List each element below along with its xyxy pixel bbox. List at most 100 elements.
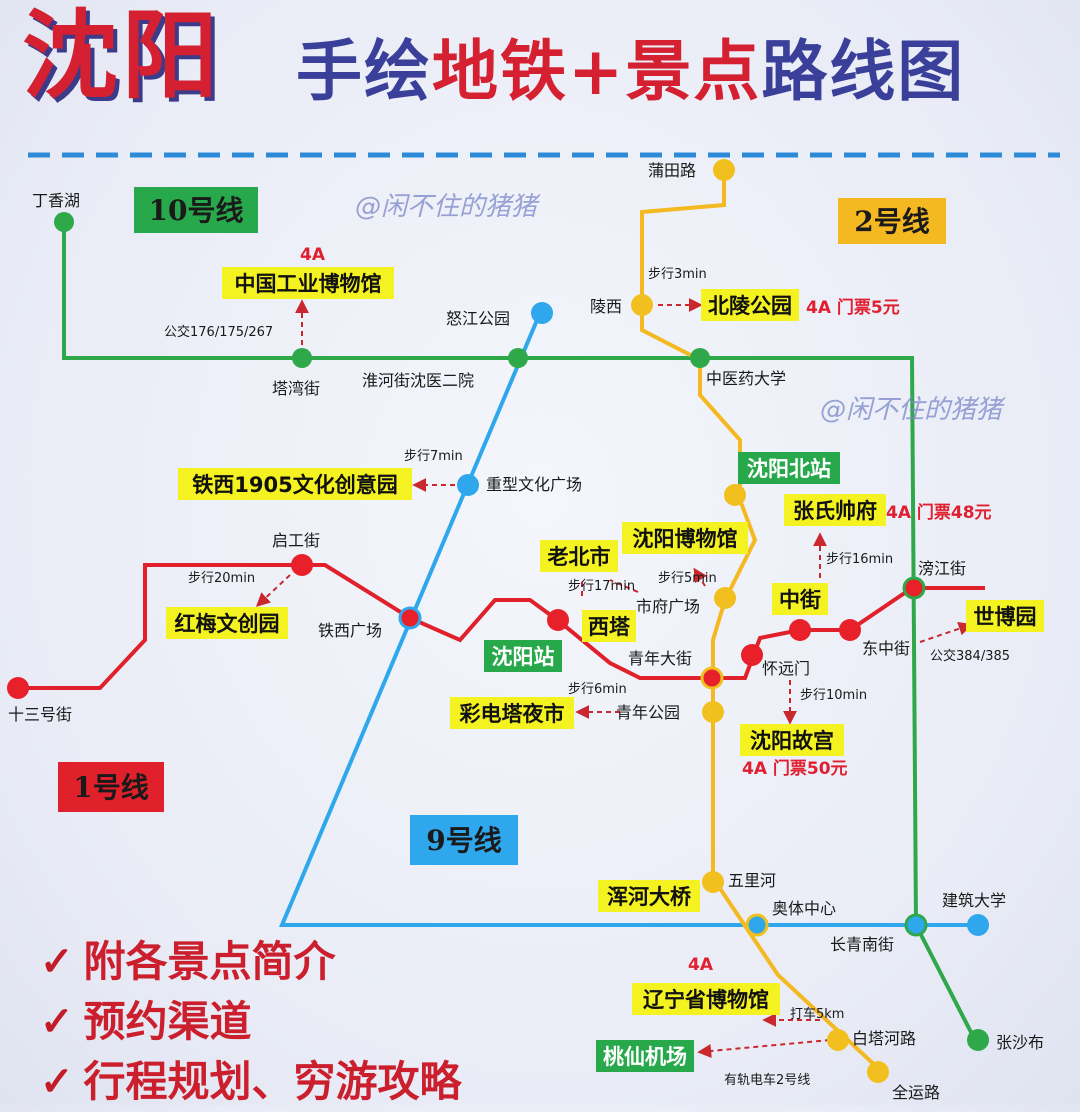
title-part-d: 景点 bbox=[625, 32, 762, 110]
attraction-hunhe: 浑河大桥 bbox=[607, 885, 692, 909]
attraction-caidianta: 彩电塔夜市 bbox=[459, 702, 565, 726]
line-label-2: 2号线 bbox=[854, 205, 929, 238]
station-labels: 丁香湖 塔湾街 淮河街沈医二院 怒江公园 蒲田路 陵西 中医药大学 重型文化广场… bbox=[8, 161, 1044, 1102]
note-walk-qigong: 步行20min bbox=[188, 571, 255, 586]
line-label-9: 9号线 bbox=[426, 824, 501, 857]
station-label-zhongxingwenhua: 重型文化广场 bbox=[486, 475, 582, 494]
station-zhongyiyao[interactable] bbox=[690, 348, 710, 368]
feature-list: ✓附各景点简介 ✓预约渠道 ✓行程规划、穷游攻略 bbox=[40, 932, 462, 1112]
attraction-tiexi1905: 铁西1905文化创意园 bbox=[192, 473, 397, 497]
attraction-shuaifu: 张氏帅府 bbox=[793, 499, 877, 523]
attraction-beiling: 北陵公园 bbox=[708, 294, 792, 318]
station-shifuguangchang[interactable] bbox=[714, 587, 736, 609]
station-quanyunlu[interactable] bbox=[867, 1061, 889, 1083]
check-icon: ✓ bbox=[40, 1058, 74, 1105]
feature-item: ✓预约渠道 bbox=[40, 992, 462, 1052]
title-part-e: 路线图 bbox=[761, 32, 966, 110]
station-label-shisanhaojie: 十三号街 bbox=[8, 705, 72, 724]
ticket-badges: 4A 4A 门票5元 4A 门票48元 4A 门票50元 4A bbox=[300, 245, 992, 975]
note-tram: 有轨电车2号线 bbox=[724, 1072, 810, 1088]
note-walk-zhongjie: 步行16min bbox=[826, 552, 893, 567]
station-pangjiangjie[interactable] bbox=[902, 576, 926, 600]
title-part-c: + bbox=[568, 32, 626, 110]
station-changqingnanjie[interactable] bbox=[904, 913, 928, 937]
station-dingxianghu[interactable] bbox=[54, 212, 74, 232]
station-huaiyuanmen[interactable] bbox=[741, 644, 763, 666]
station-label-zhangshabu: 张沙布 bbox=[996, 1033, 1044, 1052]
title-part-b: 地铁 bbox=[432, 32, 568, 110]
line-10 bbox=[62, 222, 977, 1041]
note-walk-zhongxing: 步行7min bbox=[404, 449, 463, 464]
attraction-hongmei: 红梅文创园 bbox=[175, 612, 280, 636]
feature-text: 预约渠道 bbox=[83, 997, 252, 1046]
station-label-lingxi: 陵西 bbox=[590, 297, 622, 316]
check-icon: ✓ bbox=[40, 938, 74, 985]
station-xita[interactable] bbox=[547, 609, 569, 631]
station-zhongjie[interactable] bbox=[789, 619, 811, 641]
station-tawanjie[interactable] bbox=[292, 348, 312, 368]
note-walk-shifu: 步行5min bbox=[658, 571, 717, 586]
station-label-baitaheu: 白塔河路 bbox=[852, 1029, 916, 1048]
feature-item: ✓附各景点简介 bbox=[40, 932, 462, 992]
attraction-bowuguan: 沈阳博物馆 bbox=[633, 527, 738, 551]
stations bbox=[7, 159, 989, 1083]
line-labels: 10号线 2号线 1号线 9号线 bbox=[58, 187, 946, 865]
station-label-shifuguangchang: 市府广场 bbox=[636, 597, 700, 616]
station-tiexiguangchang[interactable] bbox=[398, 606, 422, 630]
station-label-quanyunlu: 全运路 bbox=[892, 1083, 940, 1102]
station-zhongxingwenhua[interactable] bbox=[457, 474, 479, 496]
note-walk-qingnian: 步行6min bbox=[568, 682, 627, 697]
feature-text: 行程规划、穷游攻略 bbox=[83, 1057, 462, 1106]
note-taxi: 打车5km bbox=[790, 1006, 844, 1022]
station-shenyangbeizhan[interactable] bbox=[724, 484, 746, 506]
station-nujianggongyuan[interactable] bbox=[531, 302, 553, 324]
station-label-dingxianghu: 丁香湖 bbox=[32, 191, 80, 210]
title-part-a: 手绘 bbox=[296, 32, 432, 110]
station-label-qingniangongyuan: 青年公园 bbox=[616, 703, 680, 722]
attraction-boxes: 中国工业博物馆 北陵公园 铁西1905文化创意园 红梅文创园 老北市 沈阳博物馆… bbox=[166, 267, 1044, 1015]
station-label-laobeishi: 老北市 bbox=[548, 545, 611, 569]
attraction-gugong: 沈阳故宫 bbox=[750, 729, 834, 753]
station-label-aotizhongxin: 奥体中心 bbox=[772, 899, 836, 918]
station-label-qigongjie: 启工街 bbox=[272, 531, 320, 550]
box-shenyangzhan: 沈阳站 bbox=[492, 645, 555, 669]
watermark: @闲不住的猪猪 bbox=[820, 395, 1006, 425]
station-label-huaiyuanmen: 怀远门 bbox=[762, 659, 810, 678]
station-shisanhaojie[interactable] bbox=[7, 677, 29, 699]
station-label-pangjiangjie: 滂江街 bbox=[918, 559, 966, 578]
station-label-zhongyiyao: 中医药大学 bbox=[706, 369, 786, 388]
station-aotizhongxin[interactable] bbox=[745, 913, 769, 937]
badge-liaoning: 4A bbox=[688, 955, 714, 975]
attraction-gongye: 中国工业博物馆 bbox=[235, 272, 382, 296]
station-baitaheu[interactable] bbox=[827, 1029, 849, 1051]
station-label-xita: 西塔 bbox=[588, 615, 631, 639]
station-label-jianzhudaxue: 建筑大学 bbox=[942, 891, 1006, 910]
title-city: 沈阳 bbox=[22, 0, 222, 112]
station-qingniandajie[interactable] bbox=[700, 666, 724, 690]
feature-text: 附各景点简介 bbox=[83, 937, 336, 986]
station-jianzhudaxue[interactable] bbox=[967, 914, 989, 936]
badge-gongye: 4A bbox=[300, 245, 326, 265]
station-putianlu[interactable] bbox=[713, 159, 735, 181]
station-label-wulihe: 五里河 bbox=[728, 871, 776, 890]
station-lingxi[interactable] bbox=[631, 294, 653, 316]
station-huaihejie[interactable] bbox=[508, 348, 528, 368]
attraction-shibo: 世博园 bbox=[974, 605, 1037, 629]
note-bus-gongye: 公交176/175/267 bbox=[164, 324, 273, 340]
station-label-tawanjie: 塔湾街 bbox=[272, 379, 320, 398]
title-subtitle: 手绘地铁+景点路线图 bbox=[296, 38, 965, 104]
transfer-notes: 公交176/175/267 步行3min 步行7min 步行20min 步行17… bbox=[164, 267, 1010, 1088]
station-label-huaihejie: 淮河街沈医二院 bbox=[362, 371, 474, 390]
station-zhangshabu[interactable] bbox=[967, 1029, 989, 1051]
station-qigongjie[interactable] bbox=[291, 554, 313, 576]
station-label-qingniandajie: 青年大街 bbox=[628, 649, 692, 668]
badge-shuaifu: 4A 门票48元 bbox=[886, 502, 992, 523]
station-wulihe[interactable] bbox=[702, 871, 724, 893]
station-qingniangongyuan[interactable] bbox=[702, 701, 724, 723]
station-dongzhongjie[interactable] bbox=[839, 619, 861, 641]
note-walk-lingxi: 步行3min bbox=[648, 267, 707, 282]
badge-beiling: 4A 门票5元 bbox=[806, 297, 900, 318]
station-label-putianlu: 蒲田路 bbox=[648, 161, 696, 180]
note-walk-laobei: 步行17min bbox=[568, 579, 635, 594]
